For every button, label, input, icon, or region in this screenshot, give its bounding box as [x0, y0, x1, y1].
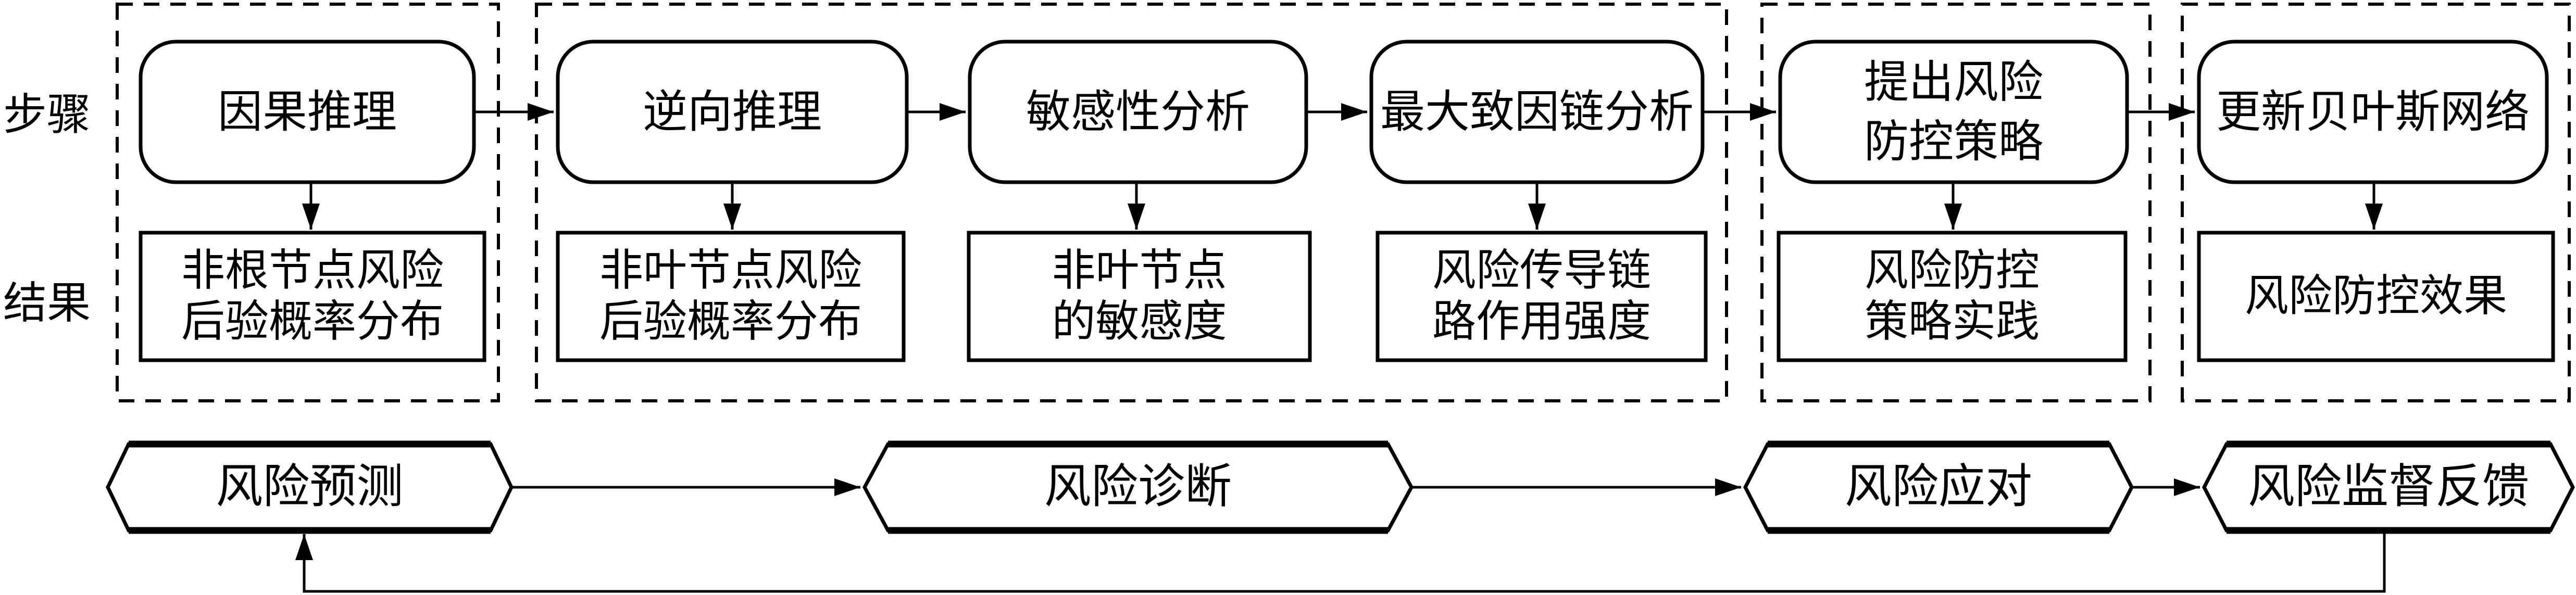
result-box-nonleaf-sensitivity — [967, 231, 1312, 362]
result-label-strategy-practice: 风险防控 策略实践 — [1779, 233, 2125, 360]
result-label-nonroot-posterior: 非根节点风险 后验概率分布 — [141, 233, 484, 360]
step-label-propose-strategy: 提出风险 防控策略 — [1780, 42, 2127, 182]
result-box-strategy-practice — [1777, 231, 2128, 362]
group-box-prediction — [116, 3, 500, 402]
feedback-loop-arrow — [295, 530, 2386, 593]
phase-label-risk-supervision-feedback: 风险监督反馈 — [2204, 444, 2573, 530]
result-box-nonleaf-posterior — [556, 231, 906, 362]
result-label-line: 风险传导链 — [1432, 246, 1651, 295]
result-label-line: 非叶节点风险 — [599, 246, 862, 295]
step-label-line: 逆向推理 — [643, 87, 822, 137]
group-box-feedback — [2181, 3, 2571, 402]
result-label-line: 策略实践 — [1864, 297, 2040, 346]
phase-label-risk-response: 风险应对 — [1745, 444, 2132, 530]
result-label-transmission-strength: 风险传导链 路作用强度 — [1378, 233, 1706, 360]
row-label-results-text: 结果 — [3, 280, 91, 328]
result-label-nonleaf-posterior: 非叶节点风险 后验概率分布 — [558, 233, 904, 360]
result-label-line: 后验概率分布 — [181, 297, 444, 346]
step-label-line: 更新贝叶斯网络 — [2216, 87, 2530, 137]
step-label-line: 敏感性分析 — [1026, 87, 1250, 137]
step-label-line: 最大致因链分析 — [1380, 87, 1694, 137]
step-label-line: 防控策略 — [1864, 117, 2043, 167]
phase-label-line: 风险监督反馈 — [2248, 461, 2529, 513]
step-label-max-causal-chain: 最大致因链分析 — [1371, 42, 1703, 182]
phase-label-line: 风险应对 — [1845, 461, 2032, 513]
step-label-update-bayesian-network: 更新贝叶斯网络 — [2199, 42, 2547, 182]
phase-label-line: 风险预测 — [216, 461, 404, 513]
result-box-nonroot-posterior — [139, 231, 486, 362]
result-box-transmission-strength — [1375, 231, 1708, 362]
result-label-prevention-effect: 风险防控效果 — [2199, 233, 2553, 360]
step-label-causal-reasoning: 因果推理 — [141, 42, 474, 182]
group-box-response — [1760, 3, 2152, 402]
row-label-results: 结果 — [0, 275, 94, 333]
phase-label-line: 风险诊断 — [1044, 461, 1232, 513]
row-label-steps-text: 步骤 — [3, 91, 91, 140]
group-box-diagnosis — [535, 3, 1728, 402]
phase-label-risk-prediction: 风险预测 — [108, 444, 511, 530]
step-label-reverse-reasoning: 逆向推理 — [558, 42, 907, 182]
result-box-prevention-effect — [2197, 231, 2555, 362]
step-label-line: 提出风险 — [1864, 57, 2043, 107]
step-label-sensitivity-analysis: 敏感性分析 — [970, 42, 1306, 182]
result-label-line: 风险防控效果 — [2244, 272, 2507, 321]
result-label-line: 后验概率分布 — [599, 297, 862, 346]
result-label-line: 的敏感度 — [1052, 297, 1227, 346]
result-label-line: 路作用强度 — [1432, 297, 1651, 346]
result-label-line: 非根节点风险 — [181, 246, 444, 295]
phase-label-risk-diagnosis: 风险诊断 — [865, 444, 1411, 530]
result-label-line: 风险防控 — [1864, 246, 2040, 295]
row-label-steps: 步骤 — [0, 86, 94, 145]
step-label-line: 因果推理 — [218, 87, 397, 137]
result-label-nonleaf-sensitivity: 非叶节点 的敏感度 — [969, 233, 1310, 360]
result-label-line: 非叶节点 — [1052, 246, 1227, 295]
